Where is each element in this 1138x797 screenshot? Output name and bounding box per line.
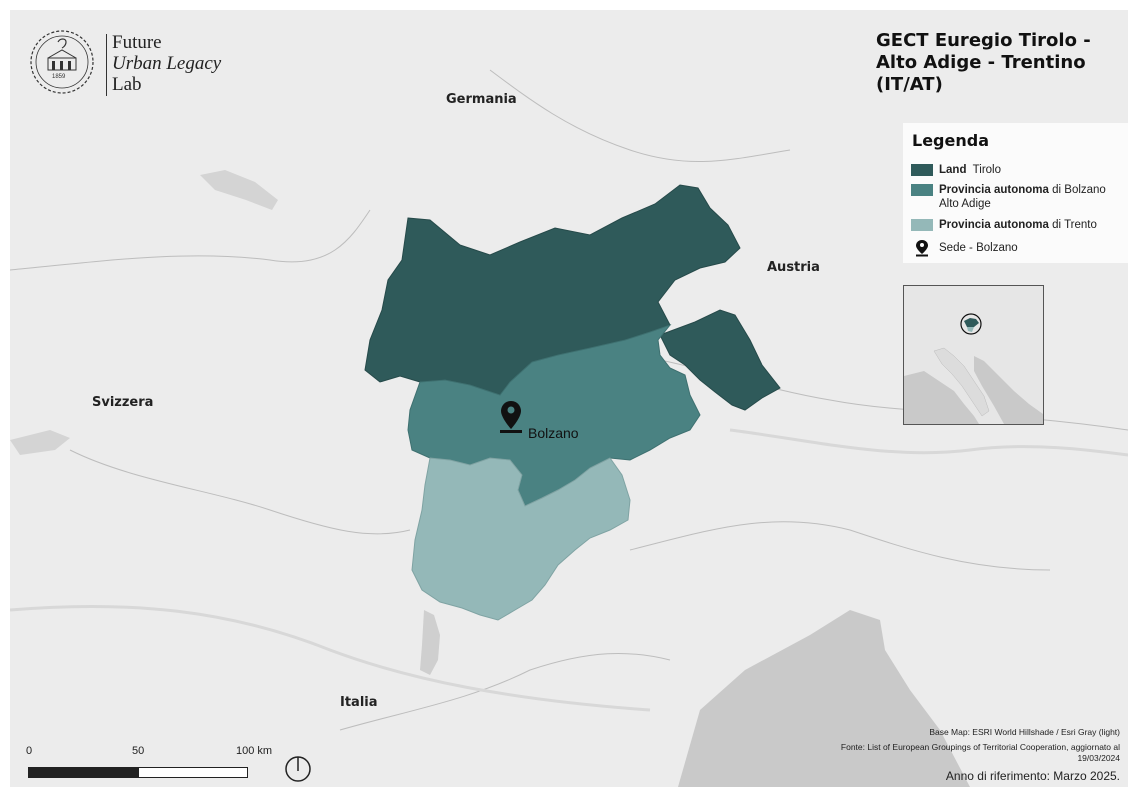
- map-title: GECT Euregio Tirolo - Alto Adige - Trent…: [876, 30, 1091, 95]
- legend-marker-text: Sede - Bolzano: [939, 242, 1018, 254]
- background-borders: [10, 69, 1128, 731]
- legend: Legenda Land Tirolo Provincia autonoma d…: [903, 123, 1128, 263]
- logo-wordmark: Future Urban Legacy Lab: [112, 32, 221, 95]
- legend-swatch-tirolo: [911, 164, 933, 176]
- country-label-germania: Germania: [446, 92, 517, 107]
- logo-line-2: Urban Legacy: [112, 53, 222, 74]
- country-label-svizzera: Svizzera: [92, 395, 154, 410]
- country-label-austria: Austria: [767, 260, 820, 275]
- lake-geneva: [10, 430, 70, 455]
- scale-label-50: 50: [132, 745, 145, 757]
- scale-segment-black: [28, 767, 138, 778]
- lake-garda: [420, 610, 440, 675]
- inset-highlight: [960, 313, 982, 335]
- map-credits: Base Map: ESRI World Hillshade / Esri Gr…: [800, 727, 1120, 783]
- logo-line-3: Lab: [112, 74, 142, 95]
- logo-year: 1859: [52, 74, 66, 80]
- map-sheet: Germania Austria Svizzera Italia Bolzano…: [10, 10, 1128, 787]
- legend-swatch-trento: [911, 219, 933, 231]
- legend-title: Legenda: [912, 131, 989, 150]
- scale-segment-white: [138, 767, 248, 778]
- legend-item-tirolo-bold: Land: [939, 164, 967, 176]
- credit-basemap: Base Map: ESRI World Hillshade / Esri Gr…: [929, 727, 1120, 737]
- legend-item-bolzano-text2: Alto Adige: [939, 198, 991, 210]
- inset-map-canvas: [904, 313, 1043, 424]
- lake-constance: [200, 170, 278, 210]
- city-label-bolzano: Bolzano: [528, 425, 579, 441]
- credit-year: Anno di riferimento: Marzo 2025.: [945, 769, 1120, 783]
- legend-item-bolzano-text: di Bolzano: [1052, 184, 1106, 196]
- scale-label-0: 0: [26, 745, 33, 757]
- inset-map[interactable]: [903, 285, 1044, 425]
- country-label-italia: Italia: [340, 695, 378, 710]
- north-arrow-icon: [285, 756, 311, 782]
- bolzano-marker-icon[interactable]: [500, 401, 522, 433]
- scale-label-100: 100 km: [236, 745, 273, 757]
- logo-line-1: Future: [112, 32, 162, 53]
- region-trento[interactable]: [411, 457, 631, 621]
- map-canvas[interactable]: [10, 10, 1128, 787]
- legend-item-trento-text: di Trento: [1052, 219, 1097, 231]
- scale-bar: 0 50 100 km: [24, 745, 284, 780]
- legend-item-bolzano-bold: Provincia autonoma: [939, 184, 1049, 196]
- region-osttirol[interactable]: [659, 309, 781, 411]
- background-rivers: [10, 428, 1128, 712]
- logo-divider: [106, 34, 107, 96]
- credit-source: Fonte: List of European Groupings of Ter…: [840, 742, 1120, 763]
- logo[interactable]: 1859 Future Urban Legacy Lab: [28, 28, 228, 108]
- legend-item-tirolo-text: Tirolo: [972, 164, 1002, 176]
- legend-item-trento-bold: Provincia autonoma: [939, 219, 1049, 231]
- legend-swatch-bolzano: [911, 184, 933, 196]
- map-pin-icon: [916, 240, 928, 257]
- adriatic-sea: [678, 610, 970, 787]
- logo-emblem-icon: [30, 30, 94, 94]
